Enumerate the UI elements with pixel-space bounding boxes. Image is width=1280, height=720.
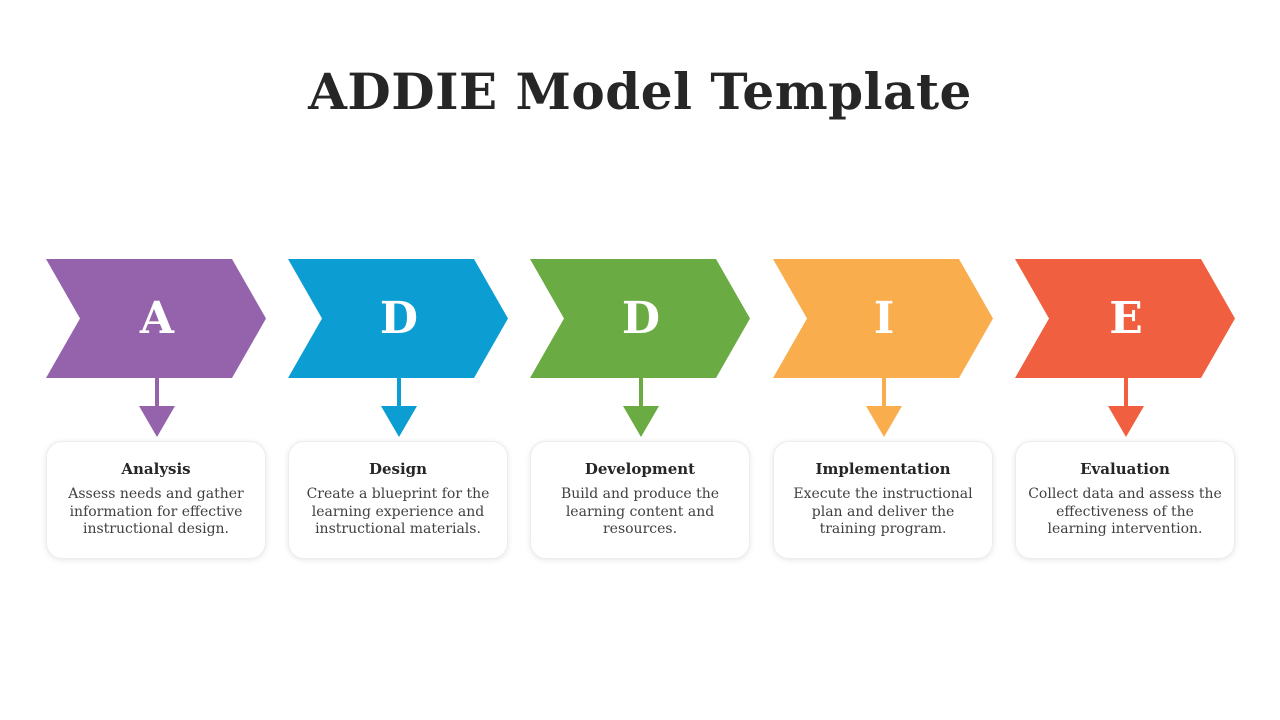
- chevron-shape: [288, 259, 508, 378]
- step-card: Evaluation Collect data and assess the e…: [1015, 441, 1235, 559]
- step-letter: D: [621, 293, 661, 344]
- step-design: D Design Create a blueprint for the lear…: [288, 0, 510, 720]
- chevron-arrow: [773, 259, 993, 378]
- step-title: Development: [584, 460, 696, 478]
- step-development: D Development Build and produce the lear…: [530, 0, 752, 720]
- step-title: Analysis: [121, 460, 191, 478]
- chevron-shape: [46, 259, 266, 378]
- step-analysis: A Analysis Assess needs and gather infor…: [46, 0, 268, 720]
- connector-line: [397, 376, 401, 408]
- chevron-arrow: [530, 259, 750, 378]
- down-arrow-icon: [623, 376, 659, 437]
- arrow-head: [623, 406, 659, 437]
- connector-line: [1124, 376, 1128, 408]
- step-card: Analysis Assess needs and gather informa…: [46, 441, 266, 559]
- step-letter: E: [1109, 293, 1143, 344]
- connector-line: [639, 376, 643, 408]
- arrow-head: [1108, 406, 1144, 437]
- step-card: Implementation Execute the instructional…: [773, 441, 993, 559]
- step-description: Build and produce the learning content a…: [560, 486, 719, 537]
- step-description: Assess needs and gather information for …: [68, 486, 244, 537]
- down-arrow-icon: [139, 376, 175, 437]
- chevron-arrow: [288, 259, 508, 378]
- step-letter: A: [139, 293, 175, 344]
- step-description: Collect data and assess the effectivenes…: [1028, 486, 1222, 537]
- step-title: Evaluation: [1080, 460, 1170, 478]
- step-evaluation: E Evaluation Collect data and assess the…: [1015, 0, 1237, 720]
- connector-line: [882, 376, 886, 408]
- step-card: Development Build and produce the learni…: [530, 441, 750, 559]
- arrow-head: [381, 406, 417, 437]
- step-title: Implementation: [815, 460, 951, 478]
- down-arrow-icon: [381, 376, 417, 437]
- chevron-arrow: [1015, 259, 1235, 378]
- arrow-head: [139, 406, 175, 437]
- page-title: ADDIE Model Template: [308, 62, 972, 121]
- step-description: Execute the instructional plan and deliv…: [793, 486, 973, 537]
- chevron-shape: [530, 259, 750, 378]
- step-title: Design: [368, 460, 428, 478]
- arrow-head: [866, 406, 902, 437]
- step-letter: D: [379, 293, 419, 344]
- chevron-shape: [773, 259, 993, 378]
- step-card: Design Create a blueprint for the learni…: [288, 441, 508, 559]
- step-letter: I: [873, 293, 895, 344]
- down-arrow-icon: [1108, 376, 1144, 437]
- connector-line: [155, 376, 159, 408]
- step-implementation: I Implementation Execute the instruction…: [773, 0, 995, 720]
- step-description: Create a blueprint for the learning expe…: [306, 486, 490, 537]
- down-arrow-icon: [866, 376, 902, 437]
- chevron-shape: [1015, 259, 1235, 378]
- chevron-arrow: [46, 259, 266, 378]
